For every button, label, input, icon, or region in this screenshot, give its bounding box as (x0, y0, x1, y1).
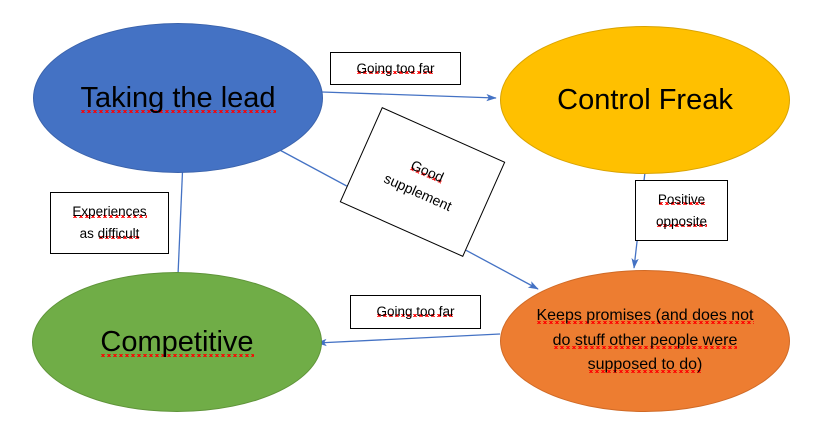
edge-label-text: Going too far (356, 57, 435, 80)
edge-label-going-too-far-bottom[interactable]: Going too far (350, 295, 481, 329)
edge-keeps-promises-to-competitive (316, 333, 501, 347)
node-taking-the-lead-label: Taking the lead (80, 80, 276, 116)
edge-label-going-too-far-top[interactable]: Going too far (330, 52, 461, 85)
node-control-freak[interactable]: Control Freak (500, 26, 790, 174)
edge-label-text: Going too far (376, 301, 455, 323)
node-competitive-label: Competitive (100, 324, 254, 360)
edge-taking-the-lead-to-control-freak (321, 91, 497, 102)
node-competitive[interactable]: Competitive (32, 272, 322, 412)
node-control-freak-label: Control Freak (557, 83, 733, 116)
node-taking-the-lead[interactable]: Taking the lead (33, 23, 323, 173)
edge-competitive-to-taking-the-lead (177, 159, 187, 276)
